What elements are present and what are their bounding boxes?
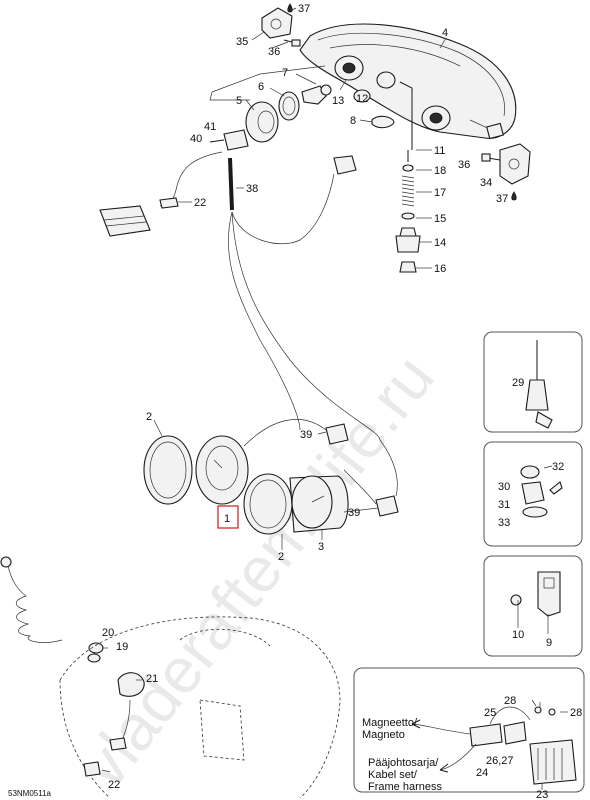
harness-notes: Magneetto/Magneto Pääjohtosarja/Kabel se… <box>362 717 442 793</box>
callout-35: 35 <box>236 36 248 48</box>
inset-9-10 <box>483 555 583 657</box>
harness-arrows <box>411 719 449 773</box>
note-line: Magneto <box>362 729 405 741</box>
note-harness: Pääjohtosarja/Kabel set/Frame harness <box>368 757 442 793</box>
callout-19: 19 <box>116 641 128 653</box>
adjuster-bracket-top <box>261 3 301 47</box>
note-line: Magneetto/ <box>362 717 418 729</box>
callout-22-bottom: 22 <box>108 779 120 791</box>
callout-21: 21 <box>146 673 158 685</box>
note-line: Pääjohtosarja/ <box>368 757 439 769</box>
callout-15: 15 <box>434 213 446 225</box>
adjuster-bracket-right <box>481 143 531 201</box>
callout-39-bottom: 39 <box>348 507 360 519</box>
callout-24: 24 <box>476 767 488 779</box>
drawing-code: 53NM0511a <box>8 789 52 798</box>
callout-31: 31 <box>498 499 510 511</box>
callout-1: 1 <box>224 513 230 525</box>
callout-26-27: 26,27 <box>486 755 514 767</box>
callout-14: 14 <box>434 237 446 249</box>
housing-bulb-socket-left <box>334 55 451 131</box>
gauge-assembly <box>143 435 349 535</box>
callout-37-right: 37 <box>496 193 508 205</box>
callout-29: 29 <box>512 377 524 389</box>
lanyard <box>0 556 104 663</box>
connector-and-wiring <box>159 129 398 497</box>
callout-8: 8 <box>350 115 356 127</box>
callout-17: 17 <box>434 187 446 199</box>
callout-36-right: 36 <box>458 159 470 171</box>
callout-7: 7 <box>282 67 288 79</box>
callout-5: 5 <box>236 95 242 107</box>
callout-20: 20 <box>102 627 114 639</box>
callout-34: 34 <box>480 177 492 189</box>
callout-4: 4 <box>442 27 448 39</box>
callout-38: 38 <box>246 183 258 195</box>
leader-lines <box>101 7 568 790</box>
callout-18: 18 <box>434 165 446 177</box>
callout-23: 23 <box>536 789 548 800</box>
highlight-box <box>217 505 239 529</box>
callout-11: 11 <box>434 145 445 157</box>
inset-29 <box>483 331 583 433</box>
callout-32: 32 <box>552 461 564 473</box>
callout-37-top: 37 <box>298 3 310 15</box>
harness-connector-22 <box>99 197 179 237</box>
callout-39-top: 39 <box>300 429 312 441</box>
callout-40: 40 <box>190 133 202 145</box>
gauge-connectors <box>243 419 399 517</box>
callout-labels: 37 35 36 4 7 6 5 13 12 8 41 40 11 18 38 … <box>102 3 582 800</box>
adjuster-rod-stack <box>395 81 421 273</box>
callout-33: 33 <box>498 517 510 529</box>
callout-25: 25 <box>484 707 496 719</box>
callout-12: 12 <box>356 93 368 105</box>
callout-16: 16 <box>434 263 446 275</box>
bulb-assembly <box>209 65 332 143</box>
note-line: Kabel set/ <box>368 769 418 781</box>
headlight-housing <box>299 23 517 140</box>
cowl-outline <box>59 616 341 799</box>
callout-30: 30 <box>498 481 510 493</box>
callout-3: 3 <box>318 541 324 553</box>
callout-6: 6 <box>258 81 264 93</box>
inset-30-33 <box>483 441 583 547</box>
callout-2-bottom: 2 <box>278 551 284 563</box>
inset-harness <box>353 667 585 793</box>
callout-28-right: 28 <box>570 707 582 719</box>
callout-13: 13 <box>332 95 344 107</box>
callout-9: 9 <box>546 637 552 649</box>
callout-28-left: 28 <box>504 695 516 707</box>
callout-36-top: 36 <box>268 46 280 58</box>
clip-and-nut <box>353 89 395 129</box>
callout-2-top: 2 <box>146 411 152 423</box>
note-magneto: Magneetto/Magneto <box>362 717 418 741</box>
callout-22-top: 22 <box>194 197 206 209</box>
callout-10: 10 <box>512 629 524 641</box>
note-line: Frame harness <box>368 781 442 793</box>
callout-41: 41 <box>204 121 216 133</box>
